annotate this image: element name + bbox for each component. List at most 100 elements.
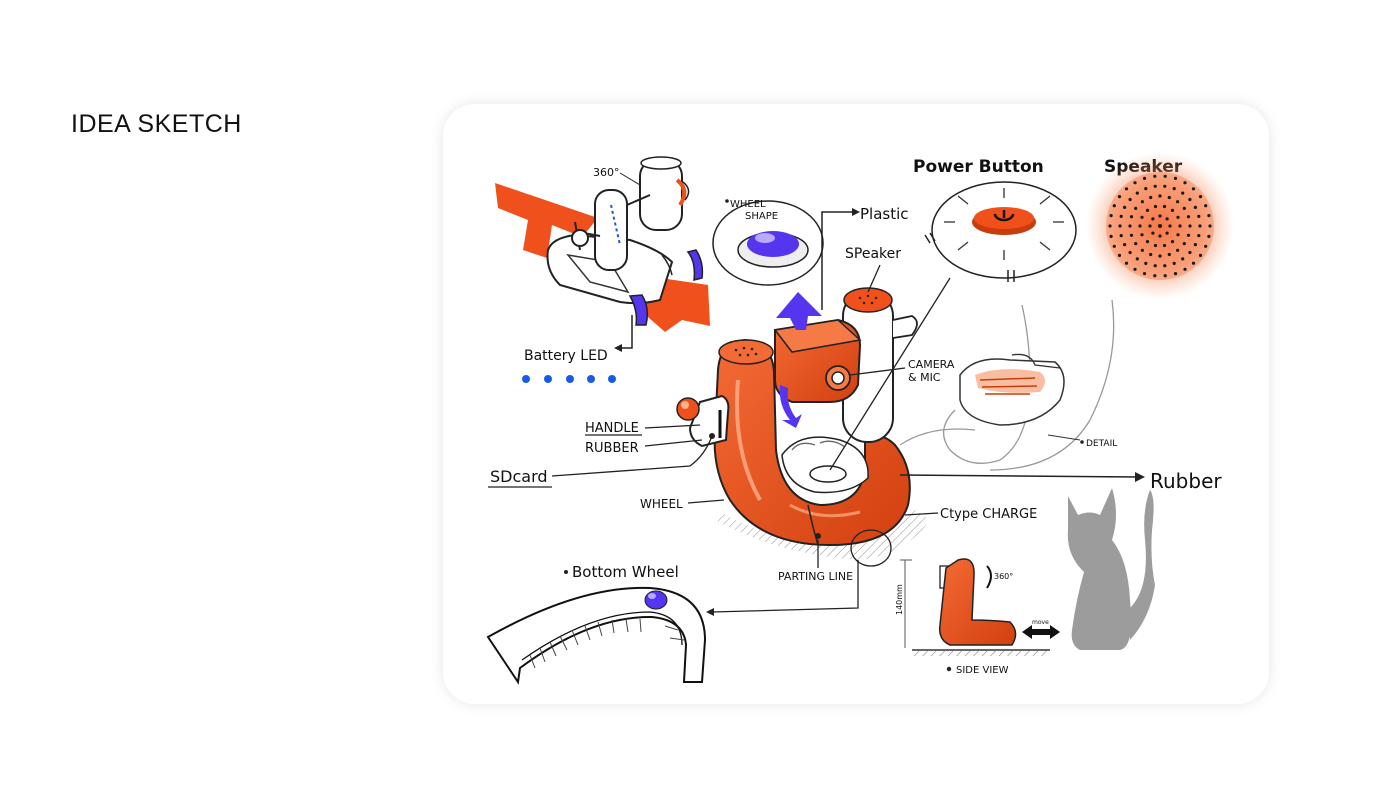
plastic-label: Plastic [860,205,909,223]
sdcard-label: SDcard [490,467,548,486]
speaker-hole [1153,274,1157,278]
speaker-hole [1186,233,1191,237]
parting-line-label: PARTING LINE [778,570,853,583]
speaker-hole [1186,215,1191,219]
speaker-hole [1129,233,1134,237]
side-view-label: SIDE VIEW [956,665,1009,676]
speaker-hole [1148,224,1152,228]
speaker-hole [1170,240,1175,244]
speaker-hole [1142,176,1147,180]
double-arrow-icon [1022,625,1060,639]
speaker-hole [1109,234,1113,238]
speaker-hole [1123,205,1127,209]
speaker-hole [1158,214,1162,218]
speaker-hole [1138,224,1142,228]
height-label: 140mm [895,584,904,615]
speaker-hole [1163,264,1167,268]
battery-led-callout: Battery LED [522,315,633,383]
bottom-wheel-sketch: Bottom Wheel [486,560,859,685]
speaker-hole [1135,257,1139,261]
speaker-hole [1207,214,1211,218]
speaker-hole [1163,184,1167,188]
speaker-hole [1158,234,1162,238]
speaker-hole [1108,224,1112,228]
speaker-hole [1182,242,1186,246]
speaker-hole [1178,224,1182,228]
speaker-hole [1119,234,1123,238]
speaker-hole [1176,215,1180,219]
speaker-hole [1129,215,1134,219]
cat-silhouette [1067,488,1155,650]
speaker-hole [1158,224,1162,228]
speaker-hole [1162,204,1167,209]
speaker-hole [1145,208,1150,212]
speaker-hole [1193,243,1197,247]
speaker-hole [1118,224,1122,228]
speaker-detail: Speaker [1086,152,1234,300]
speaker-hole [1134,242,1138,246]
power-button-label: Power Button [913,157,1044,177]
speaker-hole [1173,176,1178,180]
speaker-hole [1193,205,1197,209]
speaker-hole [1176,200,1180,204]
speaker-hole [1149,252,1153,257]
wheel-label: WHEEL [640,497,683,511]
speaker-hole [1135,191,1139,195]
page-title: IDEA SKETCH [71,110,242,138]
speaker-hole [1207,234,1211,238]
arrow-icon [495,183,598,258]
speaker-hole [1144,261,1148,265]
speaker-hole [1172,187,1176,191]
speaker-small-label: SPeaker [845,246,901,262]
speaker-hole [1145,240,1150,244]
battery-led-label: Battery LED [524,348,608,364]
speaker-hole [1153,204,1158,209]
speaker-hole [1124,261,1129,265]
speaker-hole [1153,174,1157,178]
speaker-hole [1198,224,1202,228]
speaker-hole [1133,181,1137,185]
speaker-hole [1124,187,1129,191]
speaker-hole [1167,195,1171,200]
speaker-hole [1123,243,1127,247]
speaker-hole [1140,248,1144,252]
speaker-hole [1188,224,1192,228]
speaker-hole [1183,181,1187,185]
wheel-shape-label-2: SHAPE [745,211,778,222]
speaker-hole [1133,267,1137,271]
speaker-hole [1163,174,1167,178]
speaker-hole [1134,206,1138,210]
speaker-hole [1112,204,1116,208]
wheel-shape-detail: WHEEL SHAPE [712,199,824,286]
power-button-detail: Power Button [913,157,1077,282]
speaker-hole [1173,272,1178,276]
speaker-grille [1108,174,1212,278]
speaker-hole [1197,234,1201,238]
speaker-hole [1181,191,1185,195]
speaker-hole [1176,233,1180,237]
camera-mic-label-2: & MIC [908,371,941,384]
ctype-charge-label: Ctype CHARGE [940,507,1037,522]
speaker-hole [1153,264,1157,268]
detail-label: DETAIL [1086,439,1117,449]
speaker-hole [1162,243,1167,248]
speaker-hole [1197,214,1201,218]
speaker-hole [1181,257,1185,261]
speaker-hole [1140,233,1144,237]
battery-led-dots [522,375,616,383]
speaker-hole [1151,217,1155,221]
side-view-sketch: 140mm 360° SIDE VIEW move [895,558,1060,676]
small-robot-sketch: 360° [495,156,710,332]
speaker-hole [1191,261,1196,265]
speaker-hole [1153,243,1158,248]
speaker-hole [1128,197,1132,202]
speaker-hole [1158,194,1162,198]
bottom-wheel-label: Bottom Wheel [572,563,679,581]
speaker-hole [1117,195,1122,199]
handle-label: HANDLE [585,421,639,436]
deg-360-label: 360° [593,166,620,179]
deg-360-side-label: 360° [994,572,1013,581]
speaker-hole [1128,224,1132,228]
speaker-hole [1198,253,1203,257]
